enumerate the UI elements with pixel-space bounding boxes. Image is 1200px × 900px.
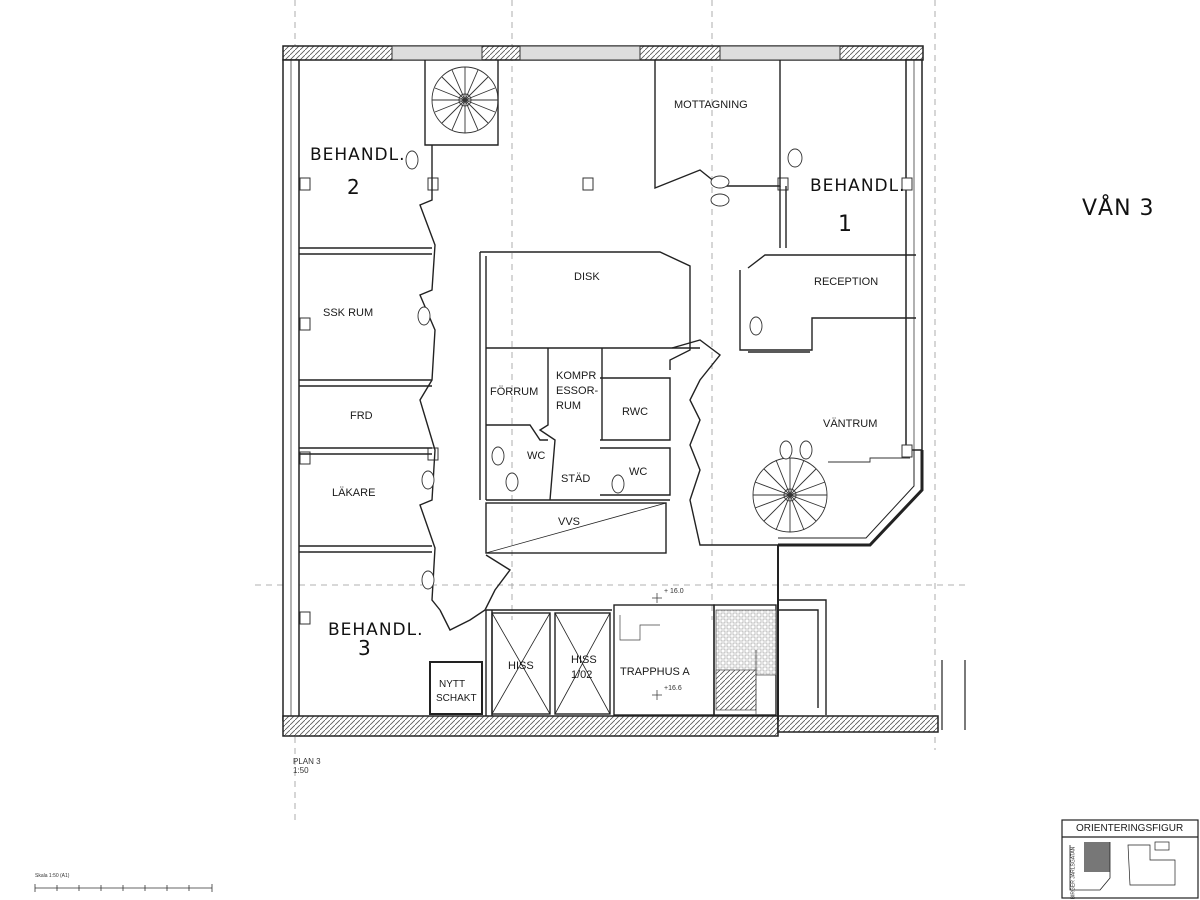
room-kompressor-line2: ESSOR- [556, 385, 599, 397]
room-kompressor-line3: RUM [556, 400, 582, 412]
room-vvs: VVS [558, 516, 581, 528]
windows [299, 45, 913, 625]
room-wc-right: WC [629, 466, 648, 478]
room-ssk-rum: SSK RUM [323, 307, 374, 319]
room-frd: FRD [350, 410, 373, 422]
room-behandl-1-name: BEHANDL. [810, 176, 906, 196]
plan-title: PLAN 3 [293, 757, 321, 766]
room-reception: RECEPTION [814, 276, 879, 288]
room-behandl-2-number: 2 [347, 175, 361, 199]
room-wc-left: WC [527, 450, 546, 462]
plan-scale: 1:50 [293, 766, 309, 775]
room-rwc: RWC [622, 406, 649, 418]
room-disk: DISK [574, 271, 600, 283]
room-vantrum: VÄNTRUM [823, 418, 878, 430]
room-forrum: FÖRRUM [490, 386, 539, 398]
orientation-figure-frame [1061, 819, 1199, 899]
room-behandl-3-number: 3 [358, 636, 372, 660]
room-behandl-3-name: BEHANDL. [328, 620, 424, 640]
room-nytt-schakt-line1: NYTT [439, 679, 466, 690]
room-hiss: HISS [508, 660, 534, 672]
orientation-title: ORIENTERINGSFIGUR [1076, 823, 1184, 834]
room-nytt-schakt-line2: SCHAKT [436, 693, 477, 704]
room-behandl-2-name: BEHANDL. [310, 145, 406, 165]
room-mottagning: MOTTAGNING [674, 99, 748, 111]
room-lakare: LÄKARE [332, 487, 376, 499]
room-kompressor-line1: KOMPR [556, 370, 597, 382]
fixtures [405, 148, 813, 590]
floor-label: VÅN 3 [1082, 196, 1155, 221]
room-trapphus: TRAPPHUS A [620, 666, 690, 678]
room-hiss-2-line2: 1/02 [571, 669, 593, 681]
room-behandl-1-number: 1 [838, 212, 853, 237]
stair-trapphus [619, 609, 777, 715]
scale-bar-caption: Skala 1:50 (A1) [35, 873, 70, 879]
spiral-stair-bottom [752, 457, 910, 533]
level-mark-lower: +16.6 [664, 685, 682, 692]
room-stad: STÄD [561, 473, 591, 485]
orientation-side-text: BIRGER JARLSGATAN [1070, 846, 1077, 900]
room-hiss-2-line1: HISS [571, 654, 597, 666]
spiral-stair-top [431, 66, 499, 134]
interior-walls [299, 60, 916, 716]
level-markers [652, 593, 662, 700]
scale-bar [34, 884, 213, 892]
level-mark-upper: + 16.0 [664, 588, 684, 595]
